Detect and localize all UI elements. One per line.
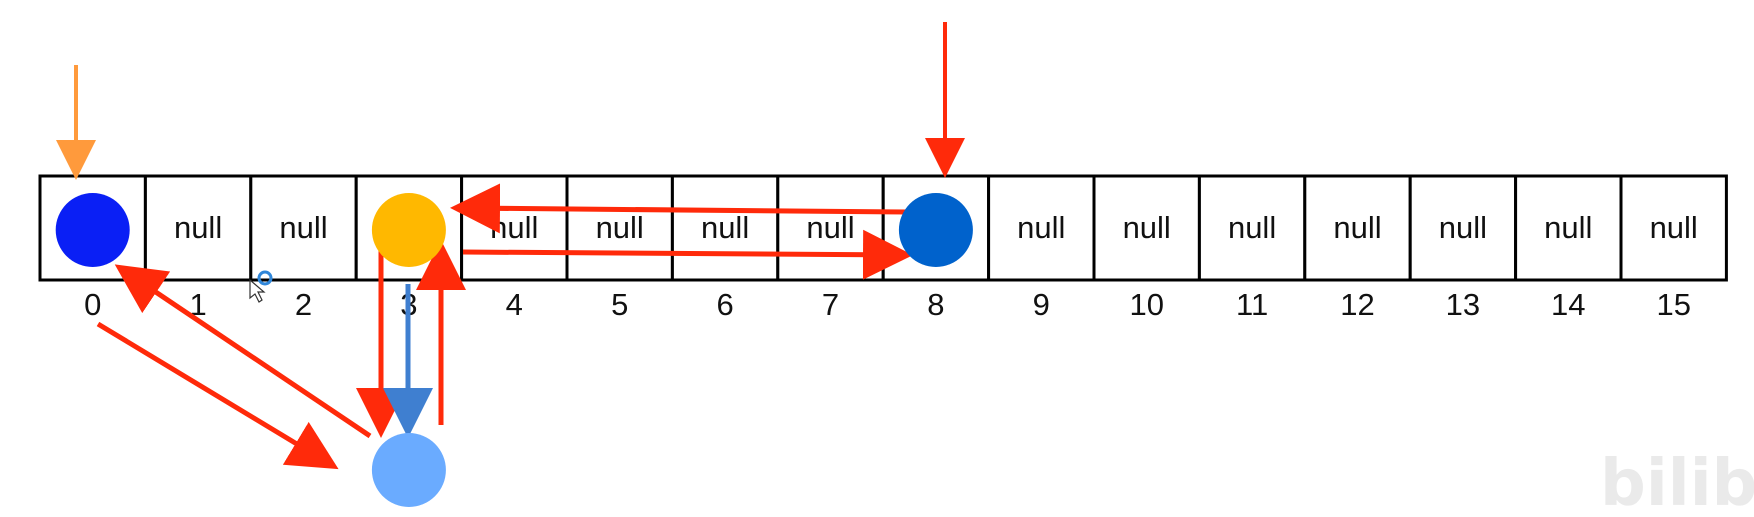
array-cells: null null null null null null null null null null… — [38, 174, 1728, 282]
array-cell-value: null — [806, 210, 854, 245]
array-cell-9: null — [987, 174, 1096, 282]
array-cell-2: null — [249, 174, 358, 282]
array-cell-14: null — [1514, 174, 1623, 282]
nodes — [55, 193, 973, 507]
node-3-circle — [371, 193, 446, 267]
array-cell-4: null — [460, 174, 569, 282]
array-indices: 0123456789101112131415 — [84, 287, 1691, 322]
array-cell-box — [249, 174, 358, 282]
array-cell-13: null — [1408, 174, 1518, 282]
array-cell-value: null — [1123, 210, 1171, 245]
watermark-logo: bilibili — [1600, 447, 1754, 517]
array-cell-value: null — [1333, 210, 1381, 245]
array-index-label: 15 — [1656, 287, 1690, 322]
array-index-label: 0 — [84, 287, 101, 322]
array-cell-box — [1619, 174, 1728, 282]
array-cell-value: null — [279, 210, 327, 245]
array-cell-value: null — [1439, 210, 1487, 245]
array-index-label: 2 — [295, 287, 312, 322]
arrow-slot0-to-node — [96, 321, 339, 470]
array-index-label: 14 — [1551, 287, 1585, 322]
array-cell-12: null — [1303, 174, 1412, 282]
array-cell-value: null — [1650, 210, 1698, 245]
array-cell-15: null — [1619, 174, 1728, 282]
arrow-node-to-slot0 — [114, 264, 372, 439]
array-index-label: 7 — [822, 287, 839, 322]
array-cell-box — [670, 174, 780, 282]
node-below-3-circle — [371, 433, 446, 507]
array-cell-10: null — [1092, 174, 1201, 282]
array-cell-value: null — [1017, 210, 1065, 245]
array-cell-11: null — [1197, 174, 1307, 282]
array-index-label: 13 — [1446, 287, 1480, 322]
cursor-ring-icon — [257, 270, 273, 286]
array-cell-value: null — [1228, 210, 1276, 245]
array-cell-box — [1197, 174, 1307, 282]
array-cell-box — [1408, 174, 1518, 282]
array-index-label: 9 — [1033, 287, 1050, 322]
array-index-label: 5 — [611, 287, 628, 322]
array-cell-6: null — [670, 174, 780, 282]
array-index-label: 8 — [927, 287, 944, 322]
array-index-label: 6 — [716, 287, 733, 322]
array-index-label: 10 — [1129, 287, 1163, 322]
array-cell-7: null — [776, 174, 885, 282]
array-index-label: 1 — [189, 287, 206, 322]
array-cell-5: null — [565, 174, 674, 282]
arrows — [56, 22, 965, 470]
array-cell-value: null — [1544, 210, 1592, 245]
mouse-pointer-icon — [249, 278, 266, 303]
array-cell-value: null — [701, 210, 749, 245]
node-8-circle — [898, 193, 973, 267]
node-0-circle — [55, 193, 130, 267]
array-cell-box — [987, 174, 1096, 282]
array-index-label: 4 — [506, 287, 523, 322]
array-cell-value: null — [174, 210, 222, 245]
arrow-slot3-to-slot8 — [462, 229, 913, 280]
arrow-slot8-to-slot3 — [450, 183, 909, 234]
array-cell-box — [143, 174, 253, 282]
array-cell-value: null — [490, 210, 538, 245]
array-cell-value: null — [596, 210, 644, 245]
array-cell-box — [1303, 174, 1412, 282]
array-cell-box — [565, 174, 674, 282]
array-cell-1: null — [143, 174, 253, 282]
array-index-label: 11 — [1236, 287, 1268, 322]
array-index-label: 12 — [1340, 287, 1374, 322]
cursor — [249, 270, 273, 303]
